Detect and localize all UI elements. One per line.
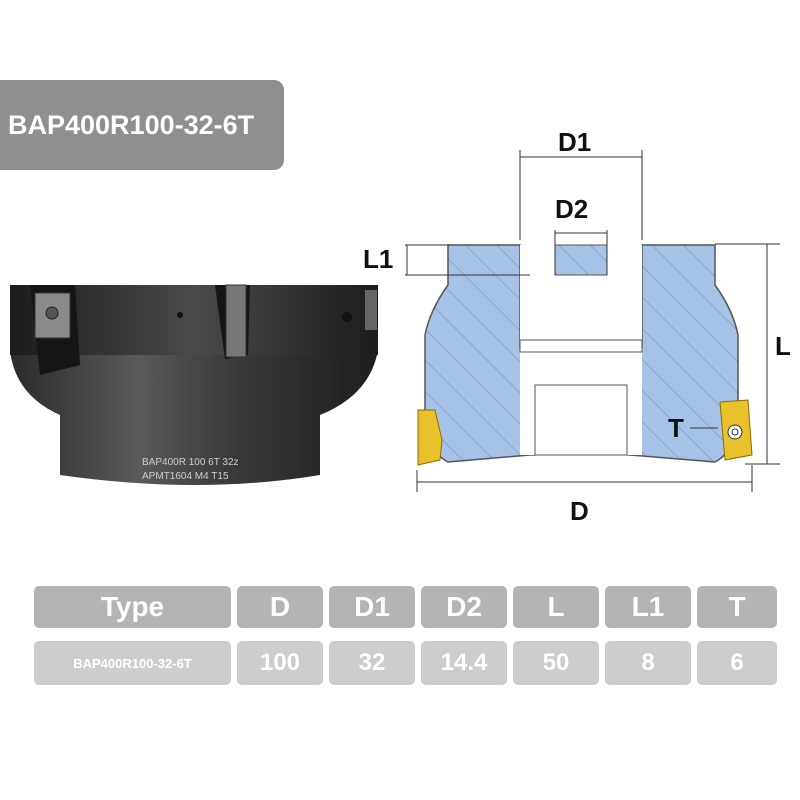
insert-mid <box>225 284 247 358</box>
product-title-badge: BAP400R100-32-6T <box>0 80 284 170</box>
product-title: BAP400R100-32-6T <box>8 109 255 140</box>
insert-screw <box>45 306 59 320</box>
header-L1: L1 <box>605 586 691 628</box>
dim-T-label: T <box>668 413 684 443</box>
header-T: T <box>697 586 777 628</box>
spec-table-header: Type D D1 D2 L L1 T <box>34 586 783 628</box>
spec-table: Type D D1 D2 L L1 T BAP400R100-32-6T 100… <box>34 586 783 698</box>
tool-top-face <box>10 285 378 355</box>
bore-step <box>519 339 643 353</box>
counterbore <box>534 384 628 456</box>
header-D1: D1 <box>329 586 415 628</box>
cross-section-diagram: D1 D2 L1 L T D <box>363 127 791 526</box>
cell-D2: 14.4 <box>421 641 507 685</box>
tool-photo: BAP400R 100 6T 32z APMT1604 M4 T15 <box>10 284 378 485</box>
header-L: L <box>513 586 599 628</box>
header-D: D <box>237 586 323 628</box>
cell-L1: 8 <box>605 641 691 685</box>
engraving-line2: APMT1604 M4 T15 <box>142 471 229 482</box>
cell-D: 100 <box>237 641 323 685</box>
dim-D1-label: D1 <box>558 127 591 157</box>
cell-D1: 32 <box>329 641 415 685</box>
dim-L1-label: L1 <box>363 244 393 274</box>
insert-screw-icon <box>727 424 743 440</box>
cell-T: 6 <box>697 641 777 685</box>
header-type: Type <box>34 586 231 628</box>
header-D2: D2 <box>421 586 507 628</box>
cell-type: BAP400R100-32-6T <box>34 641 231 685</box>
cell-L: 50 <box>513 641 599 685</box>
dim-L-label: L <box>775 331 791 361</box>
coolant-hole <box>342 312 352 322</box>
insert-left-diagram <box>417 409 443 466</box>
table-row: BAP400R100-32-6T 100 32 14.4 50 8 6 <box>34 641 783 685</box>
body-left-section <box>424 244 536 463</box>
dim-D2-label: D2 <box>555 194 588 224</box>
coolant-hole <box>177 312 183 318</box>
key-slot <box>554 244 608 276</box>
dim-D-label: D <box>570 496 589 526</box>
insert-right <box>365 290 377 330</box>
engraving-line1: BAP400R 100 6T 32z <box>142 457 239 468</box>
